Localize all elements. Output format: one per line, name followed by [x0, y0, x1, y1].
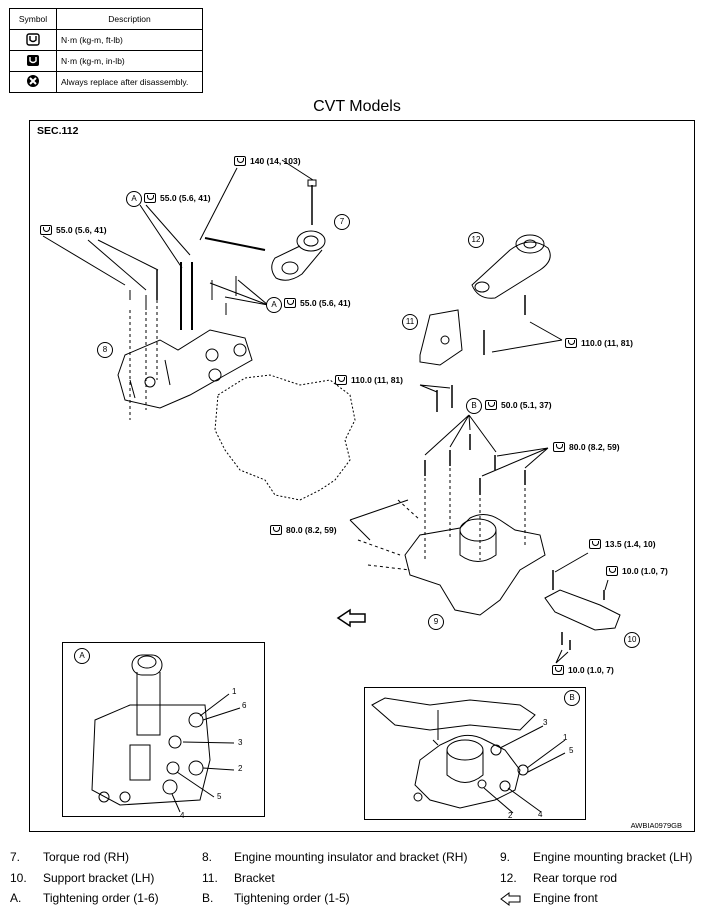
order-number: 2	[508, 811, 513, 820]
always-replace-icon	[27, 75, 39, 87]
detail-a-label: A	[74, 648, 90, 664]
order-number: 4	[180, 811, 185, 820]
torque-label: 10.0 (1.0, 7)	[552, 665, 614, 675]
torque-wrench-icon	[40, 225, 52, 235]
torque-wrench-icon	[589, 539, 601, 549]
image-code: AWBIA0979GB	[630, 821, 682, 830]
order-number: 1	[563, 733, 568, 742]
torque-wrench-icon	[565, 338, 577, 348]
torque-wrench-icon	[552, 665, 564, 675]
callout-8: 8	[97, 342, 113, 358]
callout-12: 12	[468, 232, 484, 248]
callout-11: 11	[402, 314, 418, 330]
torque-wrench-icon	[144, 193, 156, 203]
callout-a: A	[266, 297, 282, 313]
order-number: 2	[238, 764, 243, 773]
torque-wrench-icon	[284, 298, 296, 308]
torque-wrench-icon	[26, 32, 40, 46]
torque-label: 140 (14, 103)	[234, 156, 301, 166]
diagram-frame	[29, 120, 695, 832]
torque-label: 110.0 (11, 81)	[565, 338, 633, 348]
torque-label: 80.0 (8.2, 59)	[553, 442, 620, 452]
order-number: 4	[538, 810, 543, 819]
torque-wrench-icon	[553, 442, 565, 452]
callout-b: B	[466, 398, 482, 414]
torque-label: 110.0 (11, 81)	[335, 375, 403, 385]
callout-7: 7	[334, 214, 350, 230]
torque-label: 13.5 (1.4, 10)	[589, 539, 656, 549]
order-number: 3	[238, 738, 243, 747]
detail-b-label: B	[564, 690, 580, 706]
order-number: 3	[543, 718, 548, 727]
order-number: 1	[232, 687, 237, 696]
order-number: 6	[242, 701, 247, 710]
torque-wrench-icon	[234, 156, 246, 166]
order-number: 5	[217, 792, 222, 801]
torque-wrench-icon	[270, 525, 282, 535]
detail-a-box	[62, 642, 265, 817]
torque-wrench-icon	[606, 566, 618, 576]
symbol-row-desc: Always replace after disassembly.	[56, 71, 203, 93]
torque-label: 55.0 (5.6, 41)	[284, 298, 351, 308]
symbol-table: Symbol Description N·m (kg-m, ft-lb) N·m…	[9, 8, 203, 93]
arrow-left-outline-icon	[500, 892, 521, 906]
callout-a: A	[126, 191, 142, 207]
torque-label: 55.0 (5.6, 41)	[144, 193, 211, 203]
torque-label: 50.0 (5.1, 37)	[485, 400, 552, 410]
diagram-title: CVT Models	[313, 98, 401, 115]
callout-9: 9	[428, 614, 444, 630]
order-number: 5	[569, 746, 574, 755]
callout-10: 10	[624, 632, 640, 648]
torque-label: 55.0 (5.6, 41)	[40, 225, 107, 235]
torque-wrench-icon	[485, 400, 497, 410]
torque-wrench-small-icon	[27, 54, 39, 66]
torque-label: 80.0 (8.2, 59)	[270, 525, 337, 535]
torque-label: 10.0 (1.0, 7)	[606, 566, 668, 576]
section-label: SEC.112	[37, 125, 79, 137]
detail-b-box	[364, 687, 586, 820]
torque-wrench-icon	[335, 375, 347, 385]
